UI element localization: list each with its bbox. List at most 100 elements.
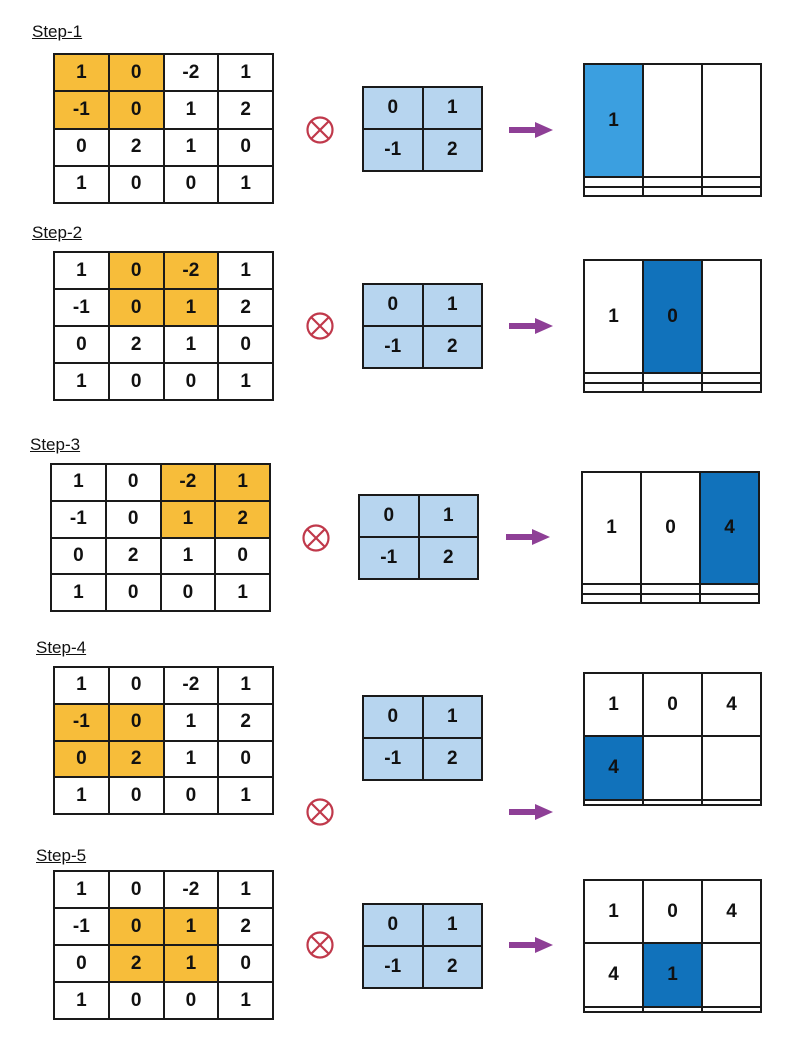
input-cell: 1 [162,907,220,946]
input-cell: 1 [217,981,274,1020]
input-cell: -2 [162,52,220,93]
input-cell: 0 [107,981,165,1020]
input-cell: 1 [159,536,217,576]
output-cell [701,372,762,384]
circled-times-icon [306,116,334,144]
input-cell: 2 [107,127,165,167]
step-label: Step-1 [32,22,83,41]
output-cell [642,62,703,179]
output-cell-current: 4 [583,735,644,801]
input-cell: 0 [162,981,220,1020]
input-cell: 0 [217,325,274,364]
input-cell: 0 [107,666,165,705]
input-cell: 0 [162,776,220,815]
input-cell: 0 [107,776,165,815]
kernel-cell: 1 [421,695,483,739]
input-cell: 1 [217,776,274,815]
input-cell: 1 [217,870,274,909]
input-cell: 0 [162,164,220,205]
input-cell: 1 [214,573,271,612]
kernel-cell: -1 [362,325,424,369]
input-cell: -2 [162,870,220,909]
right-arrow-icon [509,122,553,138]
output-cell: 4 [583,942,644,1008]
input-cell: 1 [217,251,274,290]
input-cell: -2 [162,666,220,705]
input-cell: 0 [214,536,271,576]
input-cell: 0 [107,702,165,742]
output-cell: 0 [642,671,703,738]
input-cell: 0 [104,573,162,612]
output-cell-current: 0 [642,258,703,375]
input-cell: 0 [107,52,165,93]
input-cell: 1 [162,702,220,742]
input-cell: 0 [53,739,110,779]
input-cell: -1 [50,499,107,539]
output-cell [642,381,703,394]
output-cell [701,735,762,801]
input-cell: 0 [107,90,165,130]
input-cell: 1 [53,164,110,205]
kernel-cell: 1 [421,86,483,130]
input-cell: 0 [107,288,165,327]
kernel-cell: -1 [362,945,424,989]
output-cell [701,798,762,807]
input-cell: -1 [53,288,110,327]
output-matrix: 1 [583,62,762,198]
output-cell [642,176,703,188]
input-cell: 2 [217,907,274,946]
input-cell: 2 [217,288,274,327]
output-cell [642,1005,703,1014]
output-cell [583,381,644,394]
input-cell: 1 [53,251,110,290]
input-cell: 0 [217,944,274,983]
kernel-cell: -1 [362,737,424,781]
step-label: Step-4 [36,638,87,657]
output-cell [583,798,644,807]
input-cell: 2 [107,944,165,983]
input-cell: 2 [217,90,274,130]
right-arrow-icon [509,318,553,334]
kernel-cell: 0 [362,695,424,739]
output-cell-current: 1 [642,942,703,1008]
kernel-cell: 0 [362,86,424,130]
circled-times-icon [306,931,334,959]
output-cell [642,735,703,801]
input-cell: 1 [217,666,274,705]
output-cell [701,258,762,375]
input-cell: 1 [162,325,220,364]
output-cell [701,381,762,394]
input-cell: 0 [217,739,274,779]
input-cell: 0 [107,870,165,909]
kernel-cell: 2 [417,536,479,580]
input-cell: 1 [162,739,220,779]
input-cell: 0 [104,499,162,539]
output-cell-current: 1 [583,62,644,179]
input-cell: 1 [50,573,107,612]
input-cell: 0 [107,164,165,205]
kernel-cell: 2 [421,737,483,781]
input-cell: -2 [162,251,220,290]
step-label: Step-5 [36,846,87,865]
output-cell [583,1005,644,1014]
kernel-cell: -1 [362,128,424,172]
step-label: Step-3 [30,435,81,454]
input-cell: 1 [217,164,274,205]
output-cell [701,185,762,198]
output-cell-current: 4 [699,470,760,586]
input-cell: 0 [107,362,165,401]
kernel-cell: 2 [421,945,483,989]
kernel-cell: 0 [362,903,424,947]
output-cell [640,583,701,595]
output-cell: 1 [583,878,644,945]
output-cell [642,372,703,384]
output-cell [640,592,701,605]
